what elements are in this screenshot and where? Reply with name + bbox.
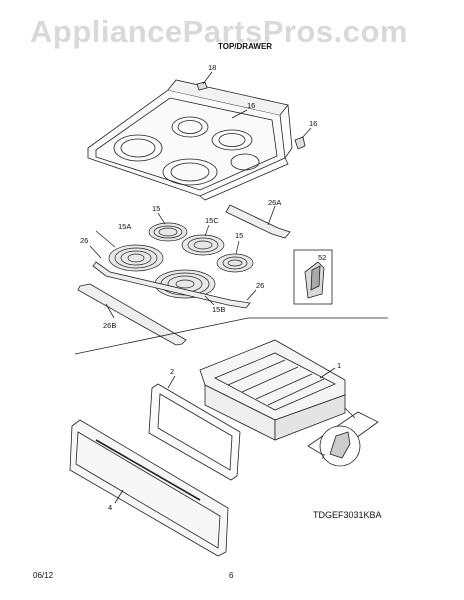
part-52-inset [293,249,333,305]
part-label-15B: 15B [212,305,226,314]
part-label-52: 52 [318,253,327,262]
part-label-26: 26 [80,236,89,245]
part-label-26A: 26A [268,198,282,207]
watermark: AppliancePartsPros.com [30,14,408,49]
rail-26B [77,283,187,346]
burner-support-26A [225,204,291,239]
part-label-26: 26 [256,281,265,290]
part-7-callout [307,407,379,467]
part-label-7: 7 [321,452,326,461]
part-label-15C: 15C [205,216,219,225]
drawer-body [199,339,346,441]
drawer-front-frame [148,375,241,481]
section-title: TOP/DRAWER [218,42,273,51]
footer-page-number: 6 [229,571,234,580]
cooktop-top-panel [87,79,293,201]
part-label-16: 16 [309,119,318,128]
part-label-15: 15 [152,204,161,213]
part-label-15A: 15A [118,222,132,231]
top-brackets [196,71,312,150]
diagram-id: TDGEF3031KBA [313,510,382,520]
part-label-26B: 26B [103,321,117,330]
element-support-rails [89,245,257,309]
part-label-1: 1 [337,361,342,370]
part-label-15: 15 [235,231,244,240]
footer-date: 06/12 [33,571,54,580]
section-divider [74,317,388,355]
part-label-16: 16 [247,101,256,110]
drawer-panel [69,419,229,557]
part-label-4: 4 [108,503,113,512]
part-label-2: 2 [170,367,175,376]
part-label-18: 18 [208,63,217,72]
